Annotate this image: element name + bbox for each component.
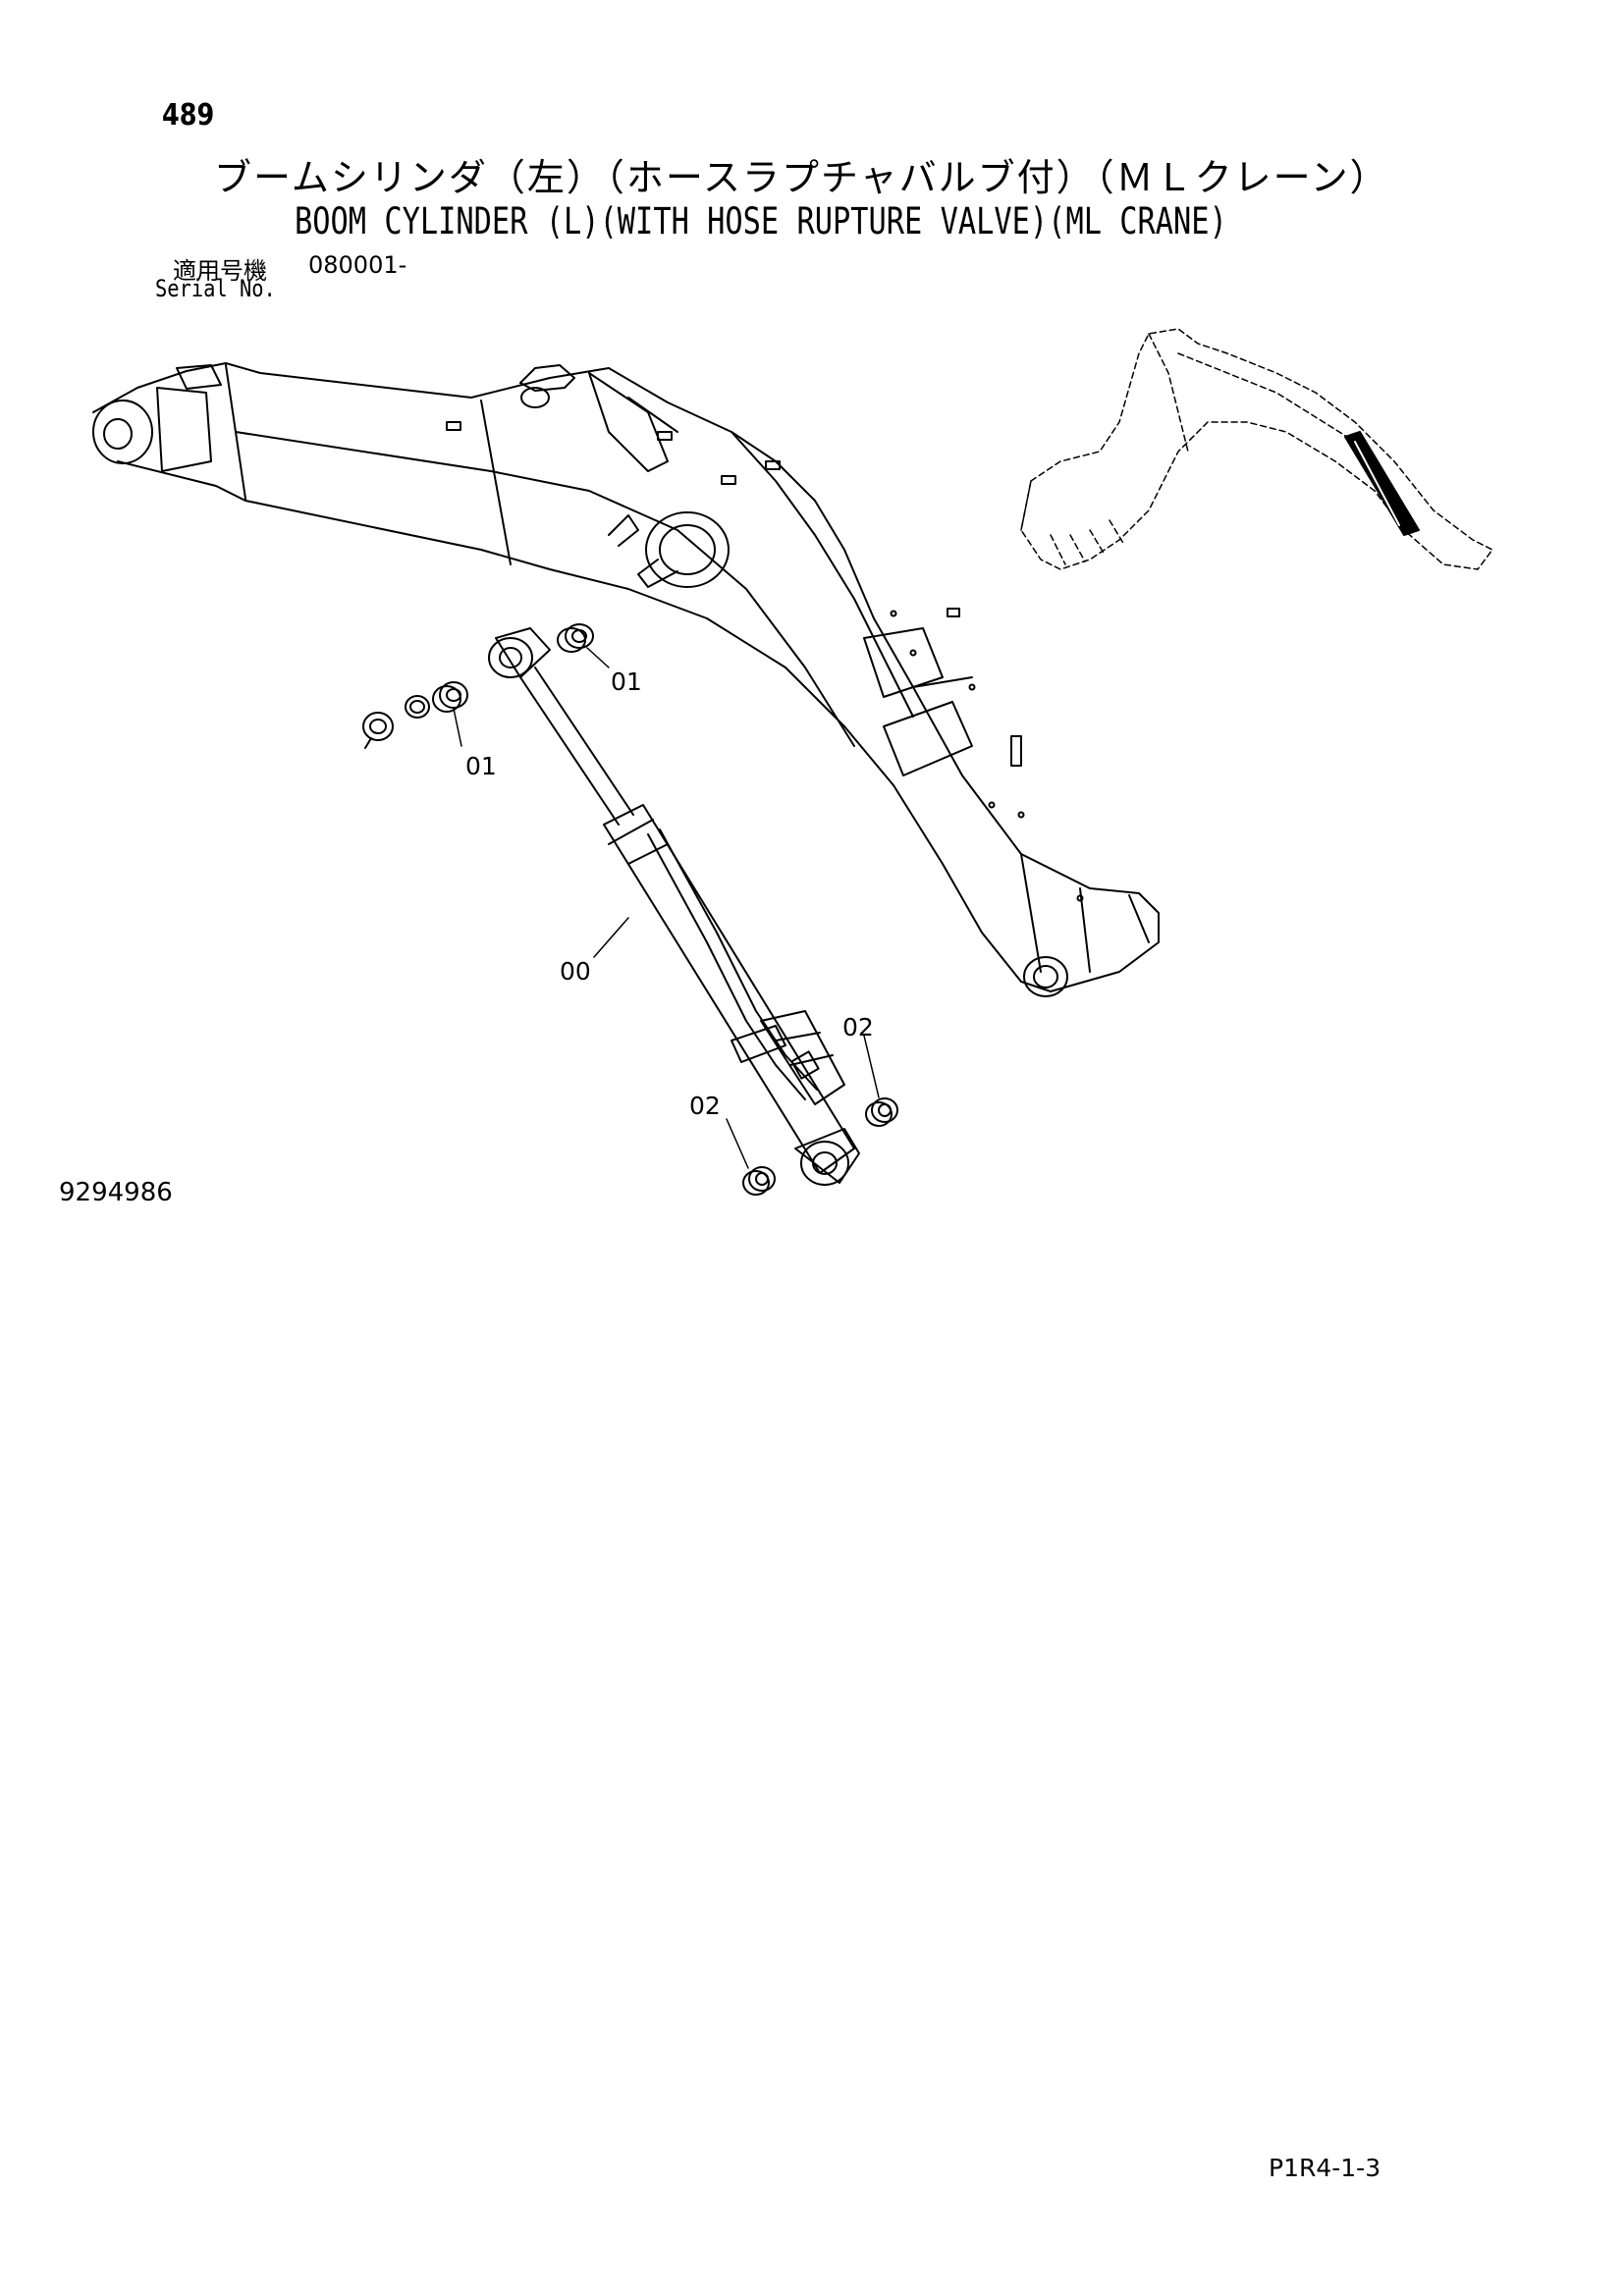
title-japanese: ブームシリンダ（左）（ホースラプチャバルブ付）（ＭＬクレーン） <box>214 156 1389 199</box>
callout-01-upper: 01 <box>611 667 642 696</box>
callout-00: 00 <box>560 957 591 986</box>
page-code: P1R4-1-3 <box>1269 2154 1381 2182</box>
snap-ring <box>405 695 430 719</box>
callout-02-right: 02 <box>842 1013 874 1041</box>
bushing-02-left <box>742 1166 776 1196</box>
pin-washer <box>362 712 394 749</box>
location-thumbnail <box>1020 328 1493 570</box>
serial-label-japanese: 適用号機 <box>173 257 267 285</box>
bushing-01-upper <box>557 623 594 653</box>
drawing-number: 9294986 <box>59 1178 173 1207</box>
serial-value: 080001- <box>308 251 407 279</box>
boom-illustration <box>92 362 1160 997</box>
leader-lines <box>453 647 880 1169</box>
page-number: 489 <box>162 98 215 133</box>
bushing-02-right <box>865 1097 898 1127</box>
callout-01-lower: 01 <box>465 752 497 780</box>
serial-label-english: Serial No. <box>155 275 276 302</box>
callout-02-left: 02 <box>689 1092 721 1120</box>
bushing-01-lower <box>432 681 468 713</box>
highlighted-cylinder-thumbnail <box>1344 431 1420 536</box>
boom-cylinder-illustration <box>488 627 860 1186</box>
title-english: BOOM CYLINDER (L)(WITH HOSE RUPTURE VALV… <box>295 200 1227 242</box>
